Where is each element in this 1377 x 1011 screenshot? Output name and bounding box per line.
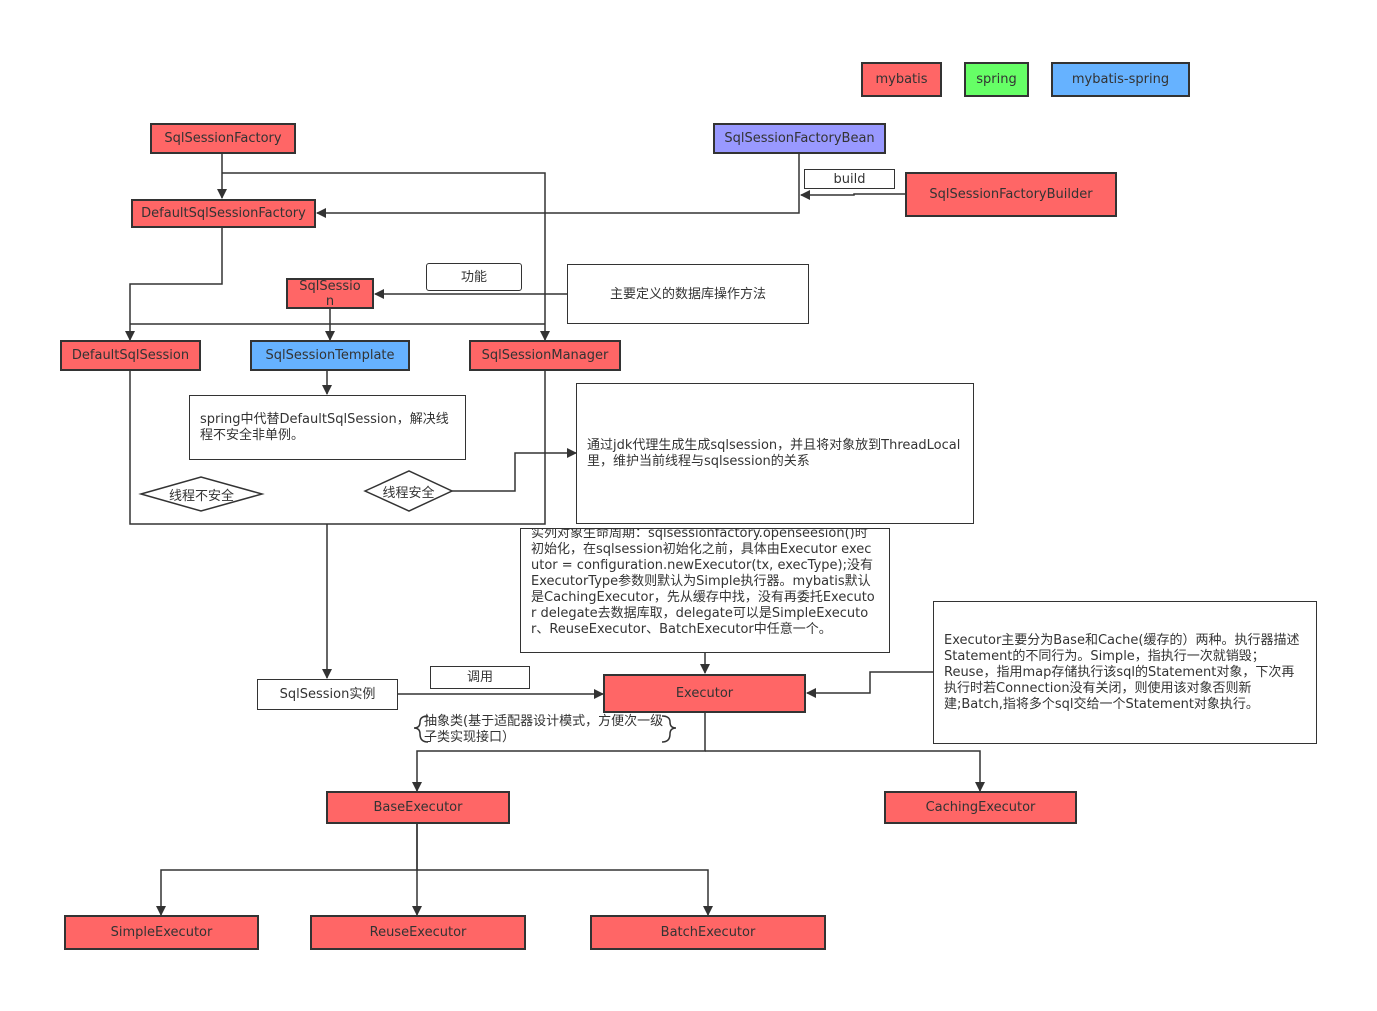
edge-bean-to-default-factory (316, 153, 800, 218)
node-sql-session-manager[interactable]: SqlSessionManager (469, 340, 621, 371)
label-function: 功能 (426, 263, 522, 291)
node-sql-session-factory-bean[interactable]: SqlSessionFactoryBean (713, 123, 886, 154)
node-sql-session-factory-builder[interactable]: SqlSessionFactoryBuilder (905, 172, 1117, 217)
note-abstract: 抽象类(基于适配器设计模式，方便次一级子类实现接口） (424, 714, 664, 745)
brace-right (661, 715, 677, 743)
node-base-executor[interactable]: BaseExecutor (326, 791, 510, 824)
node-sql-session[interactable]: SqlSessio n (286, 278, 374, 309)
edge-defaultfactory-to-session (125, 228, 223, 341)
node-default-sql-session[interactable]: DefaultSqlSession (60, 340, 201, 371)
label-call: 调用 (430, 666, 530, 689)
node-simple-executor[interactable]: SimpleExecutor (64, 915, 259, 950)
node-batch-executor[interactable]: BatchExecutor (590, 915, 826, 950)
label-thread-safe: 线程安全 (382, 485, 435, 501)
legend-mybatis: mybatis (861, 62, 942, 97)
legend-mybatis-spring: mybatis-spring (1051, 62, 1190, 97)
label-thread-unsafe: 线程不安全 (168, 488, 234, 504)
edge-exec-note-to-executor (806, 671, 933, 698)
note-template: spring中代替DefaultSqlSession，解决线程不安全非单例。 (189, 395, 466, 460)
legend-spring: spring (964, 62, 1029, 97)
edge-builder-to-bean (800, 190, 905, 200)
node-executor[interactable]: Executor (603, 674, 806, 713)
edge-region (129, 371, 546, 525)
node-reuse-executor[interactable]: ReuseExecutor (310, 915, 526, 950)
edge-executor-to-caching (705, 750, 985, 792)
note-lifecycle: 实列对象生命周期：sqlsessionfactory.openseesion()… (520, 528, 890, 653)
edge-safe-to-note (452, 448, 577, 492)
edge-executor-split (412, 713, 706, 792)
edge-base-to-simple (156, 823, 418, 916)
node-caching-executor[interactable]: CachingExecutor (884, 791, 1077, 824)
edge-factory-to-manager (222, 172, 550, 341)
note-manager: 通过jdk代理生成生成sqlsession，并且将对象放到ThreadLocal… (576, 383, 974, 524)
node-sql-session-instance[interactable]: SqlSession实例 (257, 679, 398, 710)
node-default-sql-session-factory[interactable]: DefaultSqlSessionFactory (131, 199, 316, 228)
node-sql-session-factory[interactable]: SqlSessionFactory (150, 123, 296, 154)
note-executor: Executor主要分为Base和Cache(缓存的）两种。执行器描述State… (933, 601, 1317, 744)
label-build: build (804, 169, 895, 189)
note-function-desc: 主要定义的数据库操作方法 (567, 264, 809, 324)
brace-left (413, 715, 429, 743)
node-sql-session-template[interactable]: SqlSessionTemplate (250, 340, 410, 371)
diamond-thread-safe (363, 470, 454, 512)
edge-base-to-batch (417, 869, 713, 916)
diamond-thread-unsafe (138, 476, 265, 512)
